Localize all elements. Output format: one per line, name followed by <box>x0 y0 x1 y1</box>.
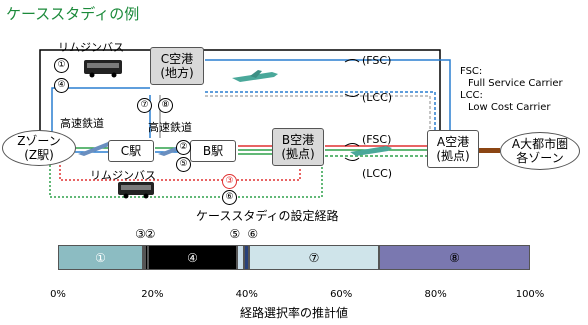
bar-segment <box>378 245 530 270</box>
train-icon <box>78 142 114 156</box>
route-marker-7: ⑦ <box>137 98 152 113</box>
bar-segment <box>147 245 238 270</box>
bar-segment <box>142 245 146 270</box>
x-tick-label: 20% <box>141 289 164 300</box>
route-c-a-lcc-2 <box>205 95 431 130</box>
x-tick-label: 60% <box>330 289 353 300</box>
route-marker-3: ③ <box>222 174 237 189</box>
bar-segment-label: ③ <box>135 227 146 241</box>
route-marker-6: ⑥ <box>222 190 237 205</box>
limousine-label-bottom: リムジンバス <box>90 169 156 182</box>
diagram-caption: ケーススタディの設定経路 <box>196 209 339 223</box>
x-tick-label: 0% <box>50 289 66 300</box>
bus-icon <box>118 182 154 199</box>
bar-segment <box>244 245 250 270</box>
limousine-label-top: リムジンバス <box>58 41 124 54</box>
bar-segment <box>58 245 143 270</box>
x-tick-label: 100% <box>515 289 545 300</box>
lcc-label-mid: (LCC) <box>362 167 393 180</box>
bar-segment-label: ④ <box>187 250 198 265</box>
bar-segment-label: ⑧ <box>449 250 460 265</box>
x-axis-label: 経路選択率の推計値 <box>239 306 348 320</box>
route-4-line <box>51 87 150 141</box>
bar-segment-label: ⑦ <box>308 250 320 265</box>
route-marker-5: ⑤ <box>176 157 191 172</box>
b-station-node: B駅 <box>190 140 236 162</box>
bar-segment-label: ⑤ <box>229 227 241 241</box>
fsc-label-mid: (FSC) <box>362 133 392 146</box>
b-airport-node: B空港 (拠点) <box>272 128 324 166</box>
rail-label-mid: 高速鉄道 <box>148 121 192 134</box>
x-tick-label: 40% <box>235 289 258 300</box>
bar-segment-label: ② <box>144 227 156 241</box>
route-c-a-lcc <box>205 91 436 130</box>
bar-segment <box>249 245 379 270</box>
fsc-label-top: (FSC) <box>362 54 392 67</box>
z-zone-node: Zゾーン (Z駅) <box>2 130 76 166</box>
rail-label-left: 高速鉄道 <box>60 117 104 130</box>
c-airport-node: C空港 (地方) <box>150 47 204 85</box>
bar-segment <box>237 245 245 270</box>
x-axis-ticks: 0% 20% 40% 60% 80% 100% <box>50 289 544 303</box>
c-station-node: C駅 <box>108 140 154 162</box>
stacked-bar: ① ④ ⑦ ⑧ <box>58 245 530 270</box>
bar-segment <box>145 245 148 270</box>
route-c-a-fsc <box>205 59 451 130</box>
airplane-icon <box>232 70 278 82</box>
carrier-legend: FSC: Full Service Carrier LCC: Low Cost … <box>460 66 563 113</box>
route-marker-8: ⑧ <box>158 98 173 113</box>
lcc-label-top: (LCC) <box>362 91 393 104</box>
bar-segment-label: ⑥ <box>247 227 259 241</box>
route-marker-1: ① <box>54 58 69 73</box>
route-marker-4: ④ <box>54 78 69 93</box>
page-title: ケーススタディの例 <box>6 5 140 23</box>
x-tick-label: 80% <box>424 289 447 300</box>
a-airport-node: A空港 (拠点) <box>427 130 479 168</box>
route-marker-2: ② <box>176 140 191 155</box>
airplane-icon <box>350 146 392 156</box>
bus-icon <box>84 60 122 78</box>
bar-segment-label: ① <box>95 250 106 265</box>
a-metro-node: A大都市圏 各ゾーン <box>500 132 580 170</box>
